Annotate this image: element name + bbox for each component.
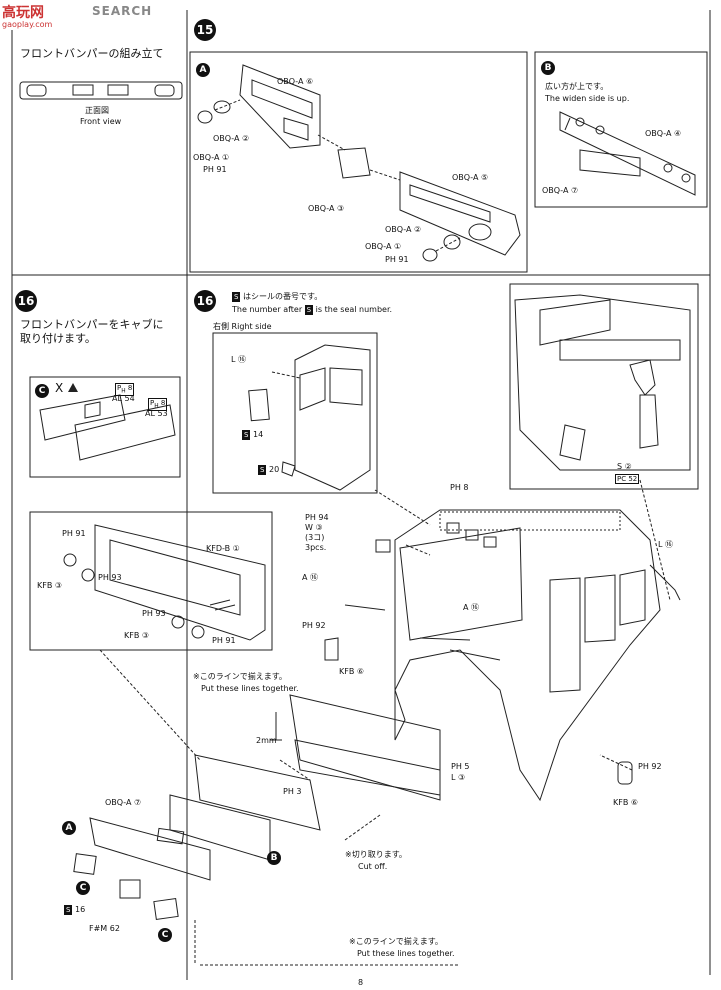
label-ph3: PH 3 — [283, 787, 302, 796]
cutoff-jp: ※切り取ります。 — [345, 850, 407, 859]
label-obq1-top: OBQ-A ① — [193, 153, 230, 162]
label-fm62: F#M 62 — [89, 924, 120, 933]
label-ph91-top: PH 91 — [203, 165, 227, 174]
c-part-2-code: PH 8 — [148, 398, 168, 412]
right-inset-pc52: PC 52 — [615, 474, 640, 484]
label-b-obq4: OBQ-A ④ — [645, 129, 682, 138]
grille-kfb3-a: KFB ③ — [37, 581, 63, 590]
label-obq5: OBQ-A ⑤ — [452, 173, 489, 182]
grille-kfb3-b: KFB ③ — [124, 631, 150, 640]
inset-s20: S 20 — [258, 465, 280, 475]
main-w3: W ③ — [305, 523, 323, 532]
inset-l16: L ⑯ — [231, 355, 246, 364]
front-view-en: Front view — [80, 117, 122, 126]
step15-number: 15 — [194, 19, 216, 41]
callout-c-main-1: C — [76, 881, 90, 895]
main-ph92-left: PH 92 — [302, 621, 326, 630]
main-kfb6-left: KFB ⑥ — [339, 667, 365, 676]
watermark-logo: 高玩网 — [2, 5, 44, 21]
grille-kfdb1: KFD-B ① — [206, 544, 240, 553]
label-obq2-bottom: OBQ-A ② — [385, 225, 422, 234]
grille-ph91-a: PH 91 — [62, 529, 86, 538]
line-note2-jp: ※このラインで揃えます。 — [349, 937, 443, 946]
label-s16: S 16 — [64, 905, 86, 915]
grille-ph91-b: PH 91 — [212, 636, 236, 645]
seal-note-en: The number after S is the seal number. — [232, 305, 393, 315]
watermark-url: gaoplay.com — [2, 20, 53, 29]
seal-note-jp: S はシールの番号です。 — [232, 292, 323, 302]
main-kfb6-right: KFB ⑥ — [613, 798, 639, 807]
main-a16-left: A ⑯ — [302, 573, 319, 582]
callout-c-left: C — [35, 384, 49, 398]
right-side-label: 右側 Right side — [213, 322, 272, 331]
page-number: 8 — [358, 978, 364, 987]
label-ph91-bottom: PH 91 — [385, 255, 409, 264]
line-note-en: Put these lines together. — [201, 684, 299, 693]
warning-triangle-icon — [68, 383, 78, 392]
step16-instruction-line2: 取り付けます。 — [20, 332, 96, 345]
c-x-mark: X — [55, 381, 64, 395]
main-l16-right: L ⑯ — [658, 540, 673, 549]
label-l3: L ③ — [451, 773, 466, 782]
label-obq6: OBQ-A ⑥ — [277, 77, 314, 86]
main-ph94: PH 94 — [305, 513, 329, 522]
bumper-assembly-title: フロントバンパーの組み立て — [20, 47, 164, 60]
c-part-2-label: AL 53 — [145, 409, 168, 418]
main-3pcs: 3pcs. — [305, 543, 327, 552]
c-part-1-label: AL 54 — [112, 394, 135, 403]
b-note-jp: 広い方が上です。 — [545, 82, 609, 91]
main-ph8: PH 8 — [450, 483, 469, 492]
c-part-1-code: PH 8 — [115, 383, 135, 397]
grille-ph93-a: PH 93 — [98, 573, 122, 582]
grille-ph93-b: PH 93 — [142, 609, 166, 618]
step16-instruction-line1: フロントバンパーをキャブに — [20, 318, 164, 331]
inset-s14: S 14 — [242, 430, 264, 440]
line-note-jp: ※このラインで揃えます。 — [193, 672, 287, 681]
main-ph92-right: PH 92 — [638, 762, 662, 771]
dimension-2mm: 2mm — [256, 736, 277, 745]
label-obq2-top: OBQ-A ② — [213, 134, 250, 143]
main-a16-mid: A ⑯ — [463, 603, 480, 612]
b-note-en: The widen side is up. — [545, 94, 630, 103]
front-view-jp: 正面図 — [85, 106, 109, 115]
label-obq1-bottom: OBQ-A ① — [365, 242, 402, 251]
step16-number-left: 16 — [15, 290, 37, 312]
label-ph5: PH 5 — [451, 762, 470, 771]
right-inset-s2: S ② — [617, 462, 632, 471]
callout-c-main-2: C — [158, 928, 172, 942]
label-b-obq7: OBQ-A ⑦ — [542, 186, 579, 195]
line-note2-en: Put these lines together. — [357, 949, 455, 958]
callout-a-main: A — [62, 821, 76, 835]
label-obq7-main: OBQ-A ⑦ — [105, 798, 142, 807]
main-w3-jp: (3コ) — [305, 533, 325, 542]
watermark-brand: SEARCH — [92, 4, 153, 18]
callout-b-main: B — [267, 851, 281, 865]
step16-number: 16 — [194, 290, 216, 312]
callout-b-step15: B — [541, 61, 555, 75]
cutoff-en: Cut off. — [358, 862, 388, 871]
label-obq3: OBQ-A ③ — [308, 204, 345, 213]
callout-a-step15: A — [196, 63, 210, 77]
